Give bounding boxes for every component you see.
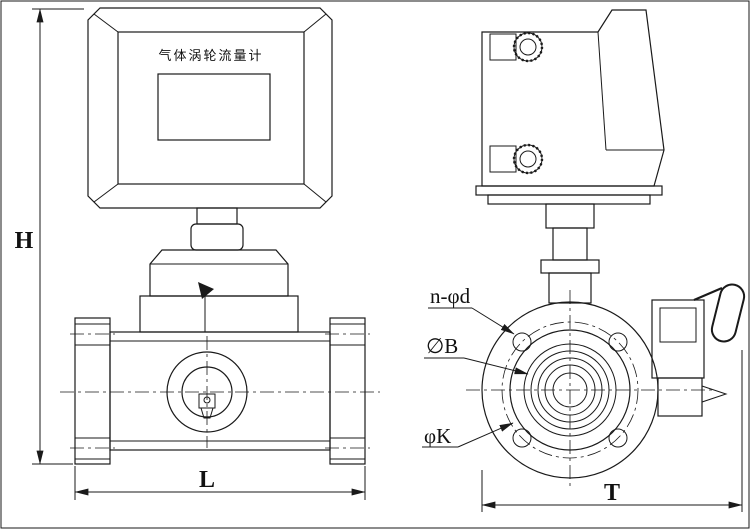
display-head: 气体涡轮流量计: [87, 7, 333, 209]
callout-diameter-b: ∅B: [424, 334, 529, 375]
pipe-body: [109, 331, 331, 451]
dim-l-label: L: [199, 467, 215, 493]
handle-mechanism: [651, 283, 746, 417]
dimension-h: H: [15, 8, 84, 465]
knurled-cap-top: [512, 31, 544, 63]
side-view: n-φd ∅B φK T: [422, 9, 746, 512]
label-phi-b: ∅B: [426, 334, 458, 358]
flange-face: [466, 290, 712, 490]
right-flange: [325, 317, 370, 465]
callout-bolt-circle: φK: [422, 422, 514, 448]
bolt-hole: [608, 332, 628, 352]
front-view: 气体涡轮流量计: [15, 7, 380, 500]
pointer-foot: [701, 385, 728, 403]
label-n-phi-d: n-φd: [430, 284, 471, 308]
dim-h-label: H: [15, 228, 34, 254]
terminal-housing: [475, 9, 665, 205]
knurled-cap-bottom: [512, 143, 544, 175]
dimension-l: L: [74, 466, 366, 500]
neck-stack: [540, 203, 600, 304]
display-window: [157, 73, 271, 141]
bolt-hole: [512, 332, 532, 352]
dimension-t: T: [481, 350, 743, 512]
bolt-hole: [512, 428, 532, 448]
head-stem: [190, 207, 244, 251]
device-title: 气体涡轮流量计: [158, 48, 263, 63]
bolt-hole: [608, 428, 628, 448]
handle-lever: [710, 283, 746, 343]
meter-body-block: [139, 249, 299, 333]
dim-t-label: T: [604, 480, 620, 506]
label-phi-k: φK: [424, 424, 451, 448]
left-flange: [70, 317, 115, 465]
callout-bolt-holes: n-φd: [428, 284, 515, 335]
small-handle: [198, 282, 214, 299]
